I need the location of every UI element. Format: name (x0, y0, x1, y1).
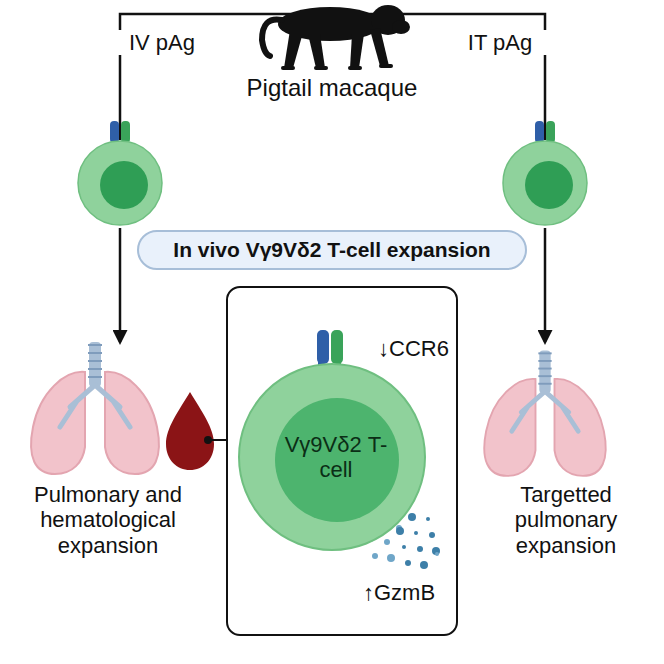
marker-label: ↓CCR6 (378, 336, 449, 362)
route-label: IT pAg (445, 30, 555, 55)
inset-panel: ↓CCR6 ↑GzmB Vγ9Vδ2 T-cell (226, 286, 458, 636)
marker-label: ↑GzmB (363, 580, 435, 606)
expansion-arrow (544, 228, 547, 342)
cell-label: Vγ9Vδ2 T-cell (276, 432, 396, 483)
lungs-icon (484, 351, 606, 476)
species-label: Pigtail macaque (182, 74, 482, 102)
leader-line (208, 439, 226, 441)
lungs-icon (31, 342, 159, 474)
expansion-arrow (119, 228, 122, 342)
t-cell-circle: Vγ9Vδ2 T-cell (237, 362, 427, 552)
t-cell-icon (503, 121, 587, 225)
band-label: In vivo Vγ9Vδ2 T-cell expansion (173, 238, 490, 262)
outcome-label: Targetted pulmonary expansion (481, 482, 651, 558)
macaque-silhouette (262, 5, 410, 70)
blood-drop (166, 392, 214, 470)
route-label: IV pAg (107, 30, 217, 55)
expansion-band: In vivo Vγ9Vδ2 T-cell expansion (137, 230, 527, 270)
t-cell-icon (78, 121, 162, 225)
outcome-label: Pulmonary and hematological expansion (8, 482, 208, 558)
